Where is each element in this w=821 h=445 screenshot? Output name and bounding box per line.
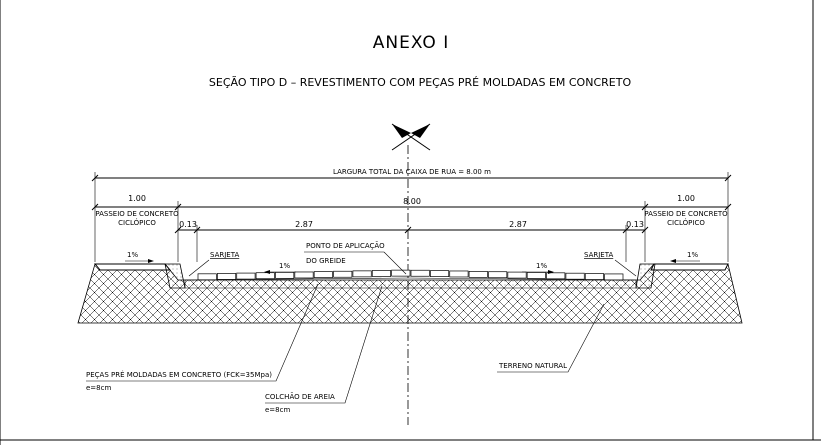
right-lane-slope-arrow [522, 270, 554, 274]
ground-leader [497, 303, 605, 373]
paver-block [294, 271, 314, 279]
sand-bedding [184, 277, 637, 289]
right-sidewalk-slope: 1% [687, 251, 698, 259]
left-lane-width: 2.87 [295, 220, 313, 229]
right-lane-width: 2.87 [509, 220, 527, 229]
right-sidewalk [650, 263, 729, 271]
left-gutter-label: SARJETA [210, 251, 239, 259]
right-sidewalk-label-1: PASSEIO DE CONCRETO [644, 210, 728, 218]
paver-block [488, 271, 508, 279]
lane-dimension-row [174, 225, 649, 262]
grade-point-label-2: DO GREIDE [306, 257, 346, 265]
paver-block [333, 270, 353, 278]
left-lane-slope-arrow [264, 270, 296, 274]
width-dimension-row [91, 201, 732, 262]
pavers-label: PEÇAS PRÉ MOLDADAS EM CONCRETO (FCK=35Mp… [86, 370, 272, 379]
paver-block [197, 273, 217, 281]
right-gutter [635, 263, 656, 289]
paver-block [449, 270, 469, 278]
paver-block [604, 273, 624, 281]
paver-block [526, 272, 546, 279]
right-gutter-width: 0.13 [626, 220, 644, 229]
left-sidewalk-label-1: PASSEIO DE CONCRETO [95, 210, 179, 218]
right-sidewalk-width: 1.00 [677, 194, 695, 203]
sand-label: COLCHÃO DE AREIA [265, 392, 335, 401]
left-sidewalk [93, 263, 172, 271]
paver-block [313, 271, 333, 278]
paver-block [546, 272, 566, 280]
drawing-title: ANEXO I [373, 33, 449, 53]
paver-layer [197, 269, 624, 281]
paver-block [352, 270, 372, 278]
pavers-thickness: e=8cm [86, 384, 111, 392]
grade-point-label-1: PONTO DE APLICAÇÃO [306, 241, 385, 250]
paver-block [236, 272, 256, 280]
paver-block [468, 270, 488, 278]
drawing-subtitle: SEÇÃO TIPO D – REVESTIMENTO COM PEÇAS PR… [209, 76, 632, 89]
total-width-dimension [91, 172, 732, 262]
center-width: 8.00 [403, 197, 421, 206]
paver-block [507, 271, 527, 279]
left-sidewalk-label-2: CICLÓPICO [118, 218, 156, 227]
left-sidewalk-slope-arrow [125, 259, 154, 263]
paver-block [371, 270, 391, 277]
paver-block [430, 270, 450, 277]
left-sidewalk-width: 1.00 [128, 194, 146, 203]
right-sidewalk-slope-arrow [670, 259, 700, 263]
paver-block [391, 269, 411, 277]
total-width-label: LARGURA TOTAL DA CAIXA DE RUA = 8.00 m [333, 168, 491, 176]
ground-label: TERRENO NATURAL [498, 362, 567, 370]
paver-block [410, 269, 430, 277]
paver-block [275, 271, 295, 279]
sand-leader [265, 285, 383, 404]
left-lane-slope: 1% [279, 262, 290, 270]
paver-block [217, 273, 237, 280]
paver-block [255, 272, 275, 280]
right-lane-slope: 1% [536, 262, 547, 270]
paver-block [584, 273, 604, 280]
right-sidewalk-label-2: CICLÓPICO [667, 218, 705, 227]
sand-thickness: e=8cm [265, 406, 290, 414]
left-sidewalk-slope: 1% [127, 251, 138, 259]
pavers-leader [86, 283, 319, 382]
paver-block [565, 272, 585, 280]
right-gutter-label: SARJETA [584, 251, 613, 259]
north-arrow-icon [391, 123, 431, 151]
left-gutter-width: 0.13 [179, 220, 197, 229]
